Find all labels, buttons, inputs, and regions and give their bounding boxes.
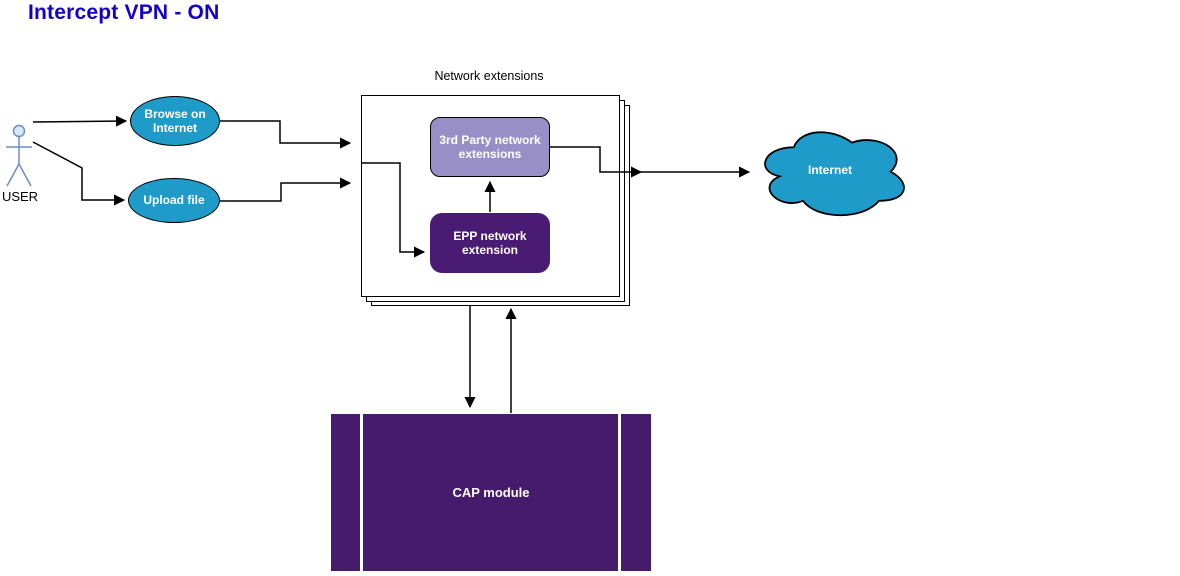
cap-module-label: CAP module	[452, 485, 530, 500]
connector-upload-to-extensions	[220, 177, 352, 202]
user-actor-label: USER	[1, 189, 39, 204]
epp-network-extension-node: EPP network extension	[430, 213, 550, 273]
use-case-browse-internet: Browse on Internet	[130, 96, 220, 146]
cap-module-right-bar	[618, 414, 621, 571]
cap-module-left-bar	[360, 414, 363, 571]
cap-module-node	[331, 414, 651, 571]
connector-browse-to-extensions	[220, 120, 352, 149]
epp-label: EPP network extension	[453, 228, 527, 257]
user-actor-icon	[6, 124, 32, 187]
use-case-upload-label: Upload file	[143, 193, 205, 208]
connector-user-to-browse	[32, 115, 128, 127]
internet-cloud-label: Internet	[807, 163, 852, 177]
use-case-upload-file: Upload file	[128, 178, 220, 223]
third-party-label: 3rd Party network extensions	[439, 132, 541, 161]
use-case-browse-label: Browse on Internet	[144, 106, 206, 135]
network-extensions-label: Network extensions	[434, 69, 544, 83]
page-title: Intercept VPN - ON	[28, 1, 220, 24]
connector-user-to-upload	[32, 141, 126, 206]
third-party-network-extensions-node: 3rd Party network extensions	[430, 117, 550, 177]
